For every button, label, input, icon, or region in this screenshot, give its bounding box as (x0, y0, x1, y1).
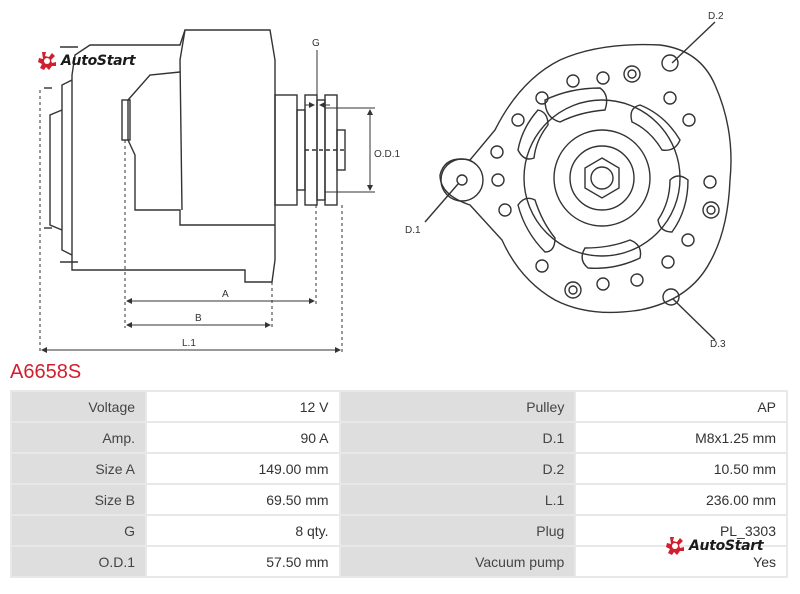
label-l1: L.1 (182, 338, 196, 349)
spec-value: 69.50 mm (147, 485, 339, 514)
alternator-diagram: G O.D.1 A B L.1 D.1 D.2 D.3 (39, 11, 732, 353)
spec-label: G (12, 516, 146, 545)
spec-value: 12 V (147, 392, 339, 421)
autostart-logo-top: AutoStart (36, 50, 136, 72)
spec-value: 90 A (147, 423, 339, 452)
spec-value: AP (576, 392, 786, 421)
autostart-logo-icon (38, 52, 56, 70)
autostart-logo-bottom: AutoStart (664, 535, 764, 557)
label-g: G (312, 38, 320, 49)
spec-value: Yes (576, 547, 786, 576)
autostart-logo-icon (666, 537, 684, 555)
label-od1: O.D.1 (374, 149, 401, 160)
spec-label: Vacuum pump (340, 547, 575, 576)
side-view (44, 29, 346, 283)
dimension-lines (39, 50, 375, 353)
spec-value: 236.00 mm (576, 485, 786, 514)
front-view (424, 21, 732, 341)
spec-label: D.1 (340, 423, 575, 452)
spec-label: O.D.1 (12, 547, 146, 576)
spec-label: Pulley (340, 392, 575, 421)
spec-label: Voltage (12, 392, 146, 421)
part-number: A6658S (10, 361, 82, 383)
spec-label: Amp. (12, 423, 146, 452)
spec-label: Size B (12, 485, 146, 514)
spec-label: D.2 (340, 454, 575, 483)
spec-value: 149.00 mm (147, 454, 339, 483)
brand-name: AutoStart (689, 538, 764, 554)
spec-label: L.1 (340, 485, 575, 514)
spec-value: 8 qty. (147, 516, 339, 545)
label-d3: D.3 (710, 339, 726, 350)
spec-value: 10.50 mm (576, 454, 786, 483)
brand-name: AutoStart (61, 53, 136, 69)
label-b: B (195, 313, 202, 324)
spec-value: 57.50 mm (147, 547, 339, 576)
technical-drawing: G O.D.1 A B L.1 D.1 D.2 D.3 (39, 11, 732, 353)
spec-label: Plug (340, 516, 575, 545)
label-d1: D.1 (405, 225, 421, 236)
label-a: A (222, 289, 229, 300)
spec-value: M8x1.25 mm (576, 423, 786, 452)
label-d2: D.2 (708, 11, 724, 22)
dimension-labels: G O.D.1 A B L.1 D.1 D.2 D.3 (182, 11, 726, 350)
spec-label: Size A (12, 454, 146, 483)
